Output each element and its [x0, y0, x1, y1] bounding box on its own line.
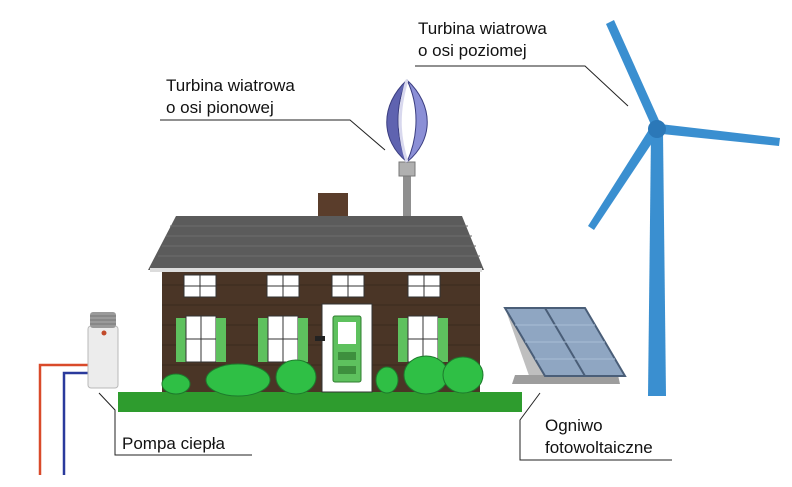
turbine-hub — [648, 120, 666, 138]
hedges — [161, 355, 484, 397]
label-horizontal-turbine-line2: o osi poziomej — [418, 41, 527, 60]
label-vertical-turbine-line1: Turbina wiatrowa — [166, 76, 295, 95]
label-vertical-turbine: Turbina wiatrowa o osi pionowej — [166, 75, 295, 119]
label-horizontal-turbine-line1: Turbina wiatrowa — [418, 19, 547, 38]
hot-pipe — [38, 363, 92, 475]
label-horizontal-turbine: Turbina wiatrowa o osi poziomej — [418, 18, 547, 62]
leader-heat-pump — [98, 392, 252, 456]
heat-pump-pipes — [38, 363, 92, 475]
heat-pump-unit — [87, 312, 119, 389]
blade-right — [660, 124, 780, 146]
label-pv-panel-line2: fotowoltaiczne — [545, 438, 653, 457]
label-pv-panel-line1: Ogniwo — [545, 416, 603, 435]
label-heat-pump-line1: Pompa ciepła — [122, 434, 226, 453]
cold-pipe — [62, 371, 92, 475]
label-vertical-turbine-line2: o osi pionowej — [166, 98, 274, 117]
leader-pv-panel — [519, 392, 672, 461]
blade-left — [588, 128, 658, 230]
leader-horizontal-turbine — [415, 65, 629, 107]
label-heat-pump: Pompa ciepła — [122, 433, 225, 455]
horizontal-axis-turbine — [588, 20, 780, 396]
label-pv-panel: Ogniwo fotowoltaiczne — [545, 415, 653, 459]
roof — [148, 216, 484, 270]
front-door — [321, 303, 373, 393]
lawn — [118, 392, 522, 412]
leader-vertical-turbine — [160, 119, 386, 151]
turbine-tower — [648, 132, 666, 396]
leader-lines — [98, 65, 672, 461]
blade-up — [606, 20, 662, 127]
vertical-axis-turbine — [386, 79, 428, 216]
solar-panel — [503, 307, 627, 384]
